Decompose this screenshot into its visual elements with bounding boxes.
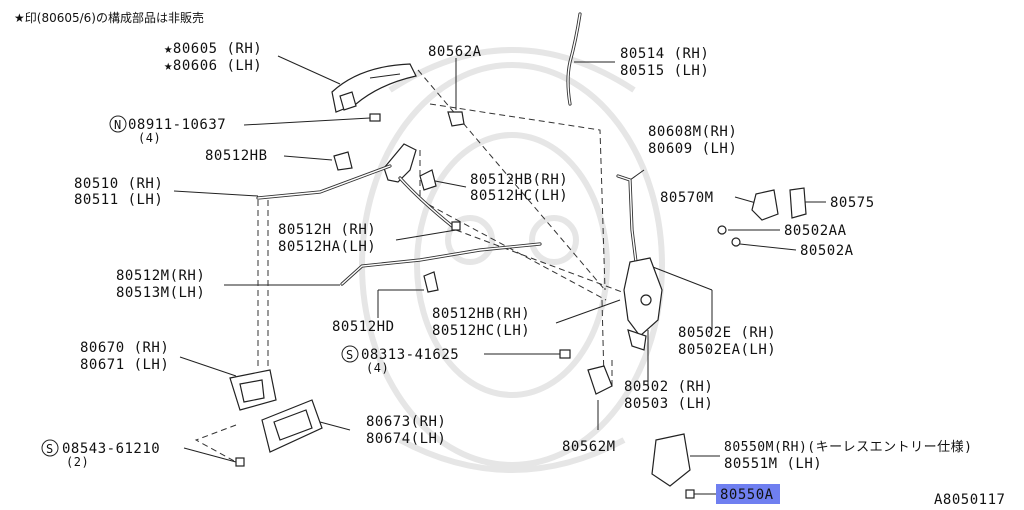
- s-mark-1: S: [346, 348, 354, 362]
- s-mark-2: S: [46, 442, 54, 456]
- label-80562a: 80562A: [428, 44, 482, 60]
- inside-handle-80673: [261, 399, 323, 453]
- label-80512hc-mid: 80512HC(LH): [432, 323, 530, 339]
- label-80562m: 80562M: [562, 439, 616, 455]
- label-80512h: 80512H (RH): [278, 222, 376, 238]
- label-80570m: 80570M: [660, 190, 714, 206]
- clip-80512hb-top: [333, 151, 353, 171]
- label-80512ha: 80512HA(LH): [278, 239, 376, 255]
- label-80671: 80671 (LH): [80, 357, 169, 373]
- label-08313: 08313-41625: [361, 347, 459, 363]
- rod-80608m: [616, 174, 638, 264]
- label-08313-qty: (4): [366, 361, 389, 375]
- note-text: ★印(80605/6)の構成部品は非販売: [14, 10, 204, 25]
- leader-lines: [173, 55, 826, 495]
- s-mark-icon-1: [341, 345, 359, 363]
- lever-bracket: [383, 143, 437, 191]
- outside-handle-part: [331, 63, 417, 113]
- label-80550a: 80550A: [720, 487, 774, 503]
- label-80514: 80514 (RH): [620, 46, 709, 62]
- label-80551m: 80551M (LH): [724, 456, 822, 472]
- escutcheon-80670: [229, 369, 277, 411]
- part-80562m: [587, 365, 613, 395]
- label-80575: 80575: [830, 195, 875, 211]
- label-80605: ★80605 (RH): [164, 41, 262, 57]
- label-80511: 80511 (LH): [74, 192, 163, 208]
- label-80512hb-mid: 80512HB(RH): [432, 306, 530, 322]
- label-80513m: 80513M(LH): [116, 285, 205, 301]
- label-80609: 80609 (LH): [648, 141, 737, 157]
- label-80502aa: 80502AA: [784, 223, 847, 239]
- striker-80570m: [751, 187, 807, 221]
- n-mark-icon: [109, 115, 127, 133]
- label-08543: 08543-61210: [62, 441, 160, 457]
- rod-80514: [566, 12, 582, 106]
- rod-80510: [256, 164, 392, 200]
- label-80512hb-top: 80512HB: [205, 148, 268, 164]
- figure-id: A8050117: [934, 492, 1005, 508]
- label-08543-qty: (2): [66, 455, 89, 469]
- label-80512m: 80512M(RH): [116, 268, 205, 284]
- bolt-08313: [559, 349, 571, 359]
- screws-80502aa: [717, 225, 741, 247]
- clip-80562a: [447, 111, 465, 127]
- clip-80512hd: [423, 271, 439, 293]
- label-80502ea: 80502EA(LH): [678, 342, 776, 358]
- door-lock-80502: [623, 257, 663, 351]
- label-80502e: 80502E (RH): [678, 325, 776, 341]
- screw-08543: [235, 457, 245, 467]
- highlight-80550a: [716, 484, 780, 504]
- s-mark-icon-2: [41, 439, 59, 457]
- label-80550m: 80550M(RH)(キーレスエントリー仕様): [724, 440, 972, 455]
- n-mark: N: [114, 118, 122, 132]
- label-80515: 80515 (LH): [620, 63, 709, 79]
- label-08911-qty: (4): [138, 131, 161, 145]
- rod-80512h: [398, 176, 461, 231]
- label-80502: 80502 (RH): [624, 379, 713, 395]
- label-80674: 80674(LH): [366, 431, 446, 447]
- label-80608m: 80608M(RH): [648, 124, 737, 140]
- label-08911: 08911-10637: [128, 117, 226, 133]
- label-80606: ★80606 (LH): [164, 58, 262, 74]
- bolt-08911: [369, 113, 381, 122]
- label-80503: 80503 (LH): [624, 396, 713, 412]
- label-80673: 80673(RH): [366, 414, 446, 430]
- rod-80512m: [340, 242, 542, 286]
- label-80670: 80670 (RH): [80, 340, 169, 356]
- label-80512hd: 80512HD: [332, 319, 395, 335]
- actuator-80550m: [651, 433, 695, 499]
- label-80510: 80510 (RH): [74, 176, 163, 192]
- label-80512hc-lh: 80512HC(LH): [470, 188, 568, 204]
- label-80502a: 80502A: [800, 243, 854, 259]
- watermark-emblem: [359, 47, 665, 473]
- label-80512hb-rh: 80512HB(RH): [470, 172, 568, 188]
